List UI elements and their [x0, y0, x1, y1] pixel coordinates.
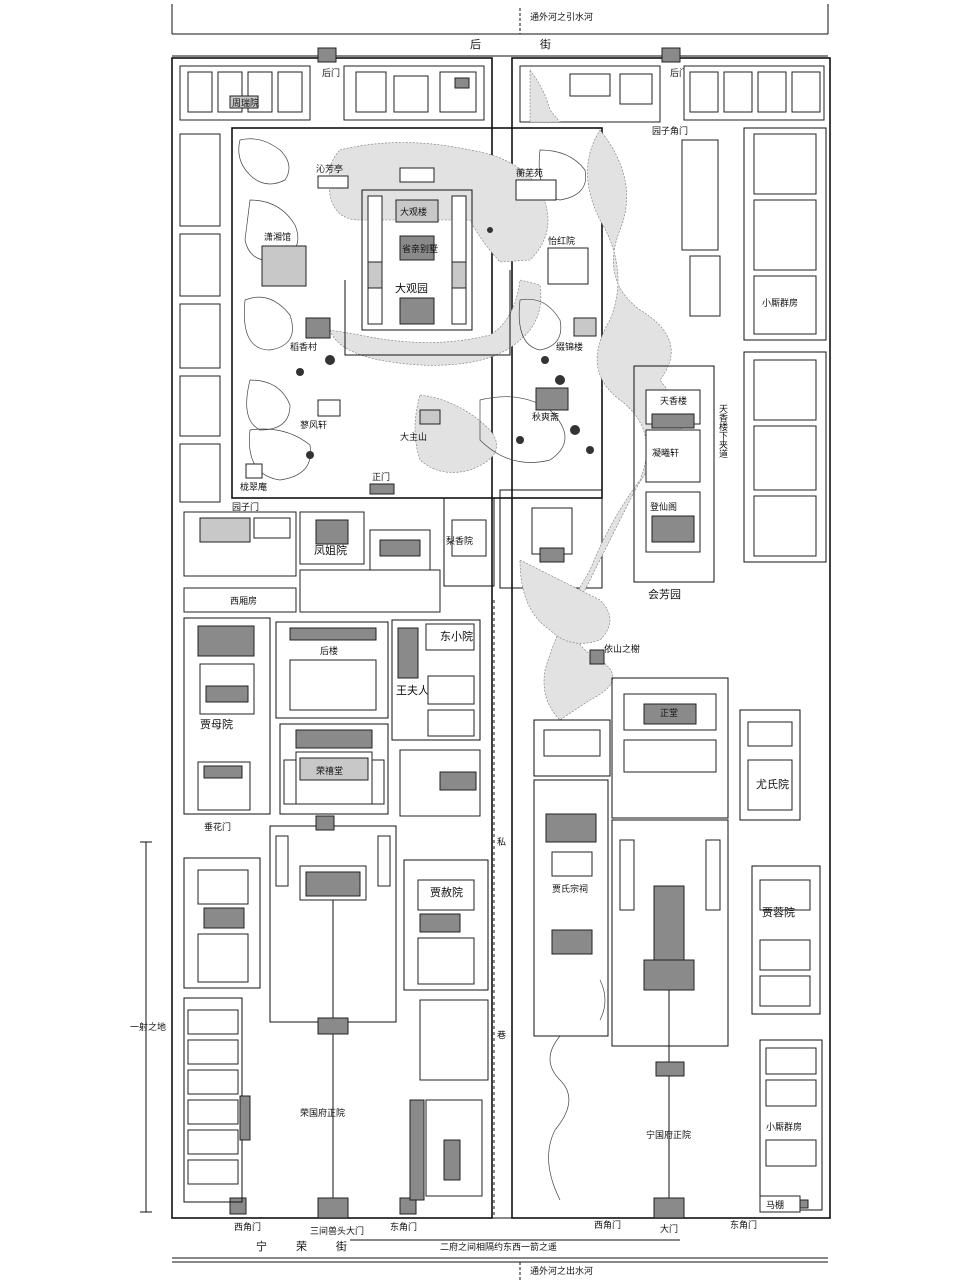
xingqin-label: 省亲别墅 [402, 243, 438, 255]
top-river-label: 通外河之引水河 [530, 11, 593, 23]
rong-west-rows [179, 133, 221, 503]
xiaoxiang-label: 潇湘馆 [264, 231, 291, 243]
daguan-lou-label: 大观楼 [400, 206, 427, 218]
ning-xiaosi-1-label: 小厮群房 [762, 297, 798, 309]
ning-main-compound: 正堂 宁国府正院 大门 西角门 东角门 [594, 677, 757, 1235]
rong-chuihua-gate-label: 垂花门 [204, 821, 231, 833]
top-river: 通外河之引水河 [171, 4, 829, 35]
back-street-char-2: 街 [540, 37, 551, 51]
nifang-label: 凝曦轩 [652, 447, 679, 459]
dong-xiao-label: 东小院 [440, 629, 473, 643]
ning-hall-label: 正堂 [660, 707, 678, 719]
jia-she-label: 贾赦院 [430, 885, 463, 899]
back-street-char-1: 后 [470, 38, 481, 51]
left-measure: 一射之地 [130, 841, 166, 1213]
xiaoxiang-court [261, 245, 307, 287]
lane-char-1: 私 [497, 837, 506, 848]
rong-main-court: 荣国府正院 三间兽头大门 西角门 东角门 [229, 815, 417, 1237]
tianxiang-label: 天香楼 [660, 395, 687, 407]
front-street-char-3: 街 [336, 1239, 347, 1253]
daguanyuan-garden: 大观园 大观楼 省亲别墅 潇湘馆 怡红院 蘅芜苑 稻香村 秋爽斋 蓼风轩 缀锦楼… [231, 127, 603, 499]
lixiang-yuan: 梨香院 [443, 489, 603, 589]
ning-west-gate-label: 西角门 [594, 1219, 621, 1231]
qinfang-label: 沁芳亭 [316, 163, 343, 175]
feng-jie-label: 凤姐院 [314, 543, 347, 557]
qiushuang-label: 秋爽斋 [532, 411, 559, 423]
rong-garden-gate-label: 园子门 [232, 501, 259, 513]
bottom-river: 通外河之出水河 [172, 1261, 828, 1280]
rongxi-hall-label: 荣禧堂 [316, 765, 343, 777]
rong-east-gate-label: 东角门 [390, 1221, 417, 1233]
middle-lane: 私 巷 [493, 600, 506, 1218]
rong-main-gate-label: 三间兽头大门 [310, 1225, 364, 1237]
ning-east-upper: 小厮群房 天香楼 凝曦轩 登仙阁 天香楼下夹道 [633, 127, 827, 583]
dazhuan-label: 大主山 [400, 431, 427, 443]
ning-east-lower: 尤氏院 贾蓉院 小厮群房 马棚 [739, 709, 823, 1213]
rong-left-lower [183, 857, 261, 1203]
front-street-char-1: 宁 [256, 1239, 267, 1253]
rong-main-court-label: 荣国府正院 [300, 1107, 345, 1119]
yishan-label: 依山之榭 [604, 643, 640, 655]
between-mansions-label: 二府之间相隔约东西一箭之遥 [440, 1241, 557, 1253]
zhou-rui-label: 周瑞院 [232, 97, 259, 109]
left-measure-label: 一射之地 [130, 1021, 166, 1033]
you-shi-label: 尤氏院 [756, 777, 789, 791]
yihong-court [547, 247, 589, 285]
garden-main-gate-label: 正门 [372, 471, 390, 483]
jia-mu-label: 贾母院 [200, 717, 233, 731]
rong-back-building-label: 后楼 [320, 645, 338, 657]
stable-label: 马棚 [766, 1199, 784, 1211]
huifang-label: 会芳园 [648, 587, 681, 601]
ning-garden-gate-label: 园子角门 [652, 125, 688, 137]
daoxiang-label: 稻香村 [290, 341, 317, 353]
ning-main-court-label: 宁国府正院 [646, 1129, 691, 1141]
rong-right-lower: 贾赦院 [403, 859, 489, 1201]
ning-ancestral-hall: 贾氏宗祠 [533, 719, 611, 1201]
ning-east-gate-label: 东角门 [730, 1219, 757, 1231]
back-street: 后 街 [172, 37, 828, 57]
ancestral-hall-label: 贾氏宗祠 [552, 883, 588, 895]
ning-main-gate-label: 大门 [660, 1223, 678, 1235]
rong-west-gate-label: 西角门 [234, 1221, 261, 1233]
rong-north-row: 周瑞院 后门 [179, 47, 485, 121]
lixiang-label: 梨香院 [446, 535, 473, 547]
dengxian-label: 登仙阁 [650, 501, 677, 513]
front-street: 宁 荣 街 二府之间相隔约东西一箭之遥 [172, 1217, 828, 1259]
bottom-river-label: 通外河之出水河 [530, 1265, 593, 1277]
rong-back-gate-label: 后门 [322, 67, 340, 79]
longcui-label: 栊翠庵 [240, 481, 267, 493]
rong-west-rooms-label: 西厢房 [230, 595, 257, 607]
lane-char-2: 巷 [497, 1030, 506, 1041]
hengwu-label: 蘅芜苑 [516, 167, 543, 179]
hengwu-court [515, 179, 557, 201]
ning-north-row: 后门 园子角门 [519, 47, 825, 137]
liaofeng-label: 蓼风轩 [300, 419, 327, 431]
rong-center-upper: 凤姐院 后楼 王夫人院 东小院 荣禧堂 [275, 511, 481, 817]
zhuijin-label: 缀锦楼 [556, 341, 583, 353]
east-alley-label: 天香楼下夹道 [717, 404, 728, 459]
ning-xiaosi-2-label: 小厮群房 [766, 1121, 802, 1133]
yihong-label: 怡红院 [548, 235, 575, 247]
jia-rong-label: 贾蓉院 [762, 905, 795, 919]
front-street-char-2: 荣 [296, 1240, 307, 1253]
daguanyuan-label: 大观园 [395, 281, 428, 295]
rong-west-court: 园子门 西厢房 贾母院 垂花门 [183, 501, 297, 833]
